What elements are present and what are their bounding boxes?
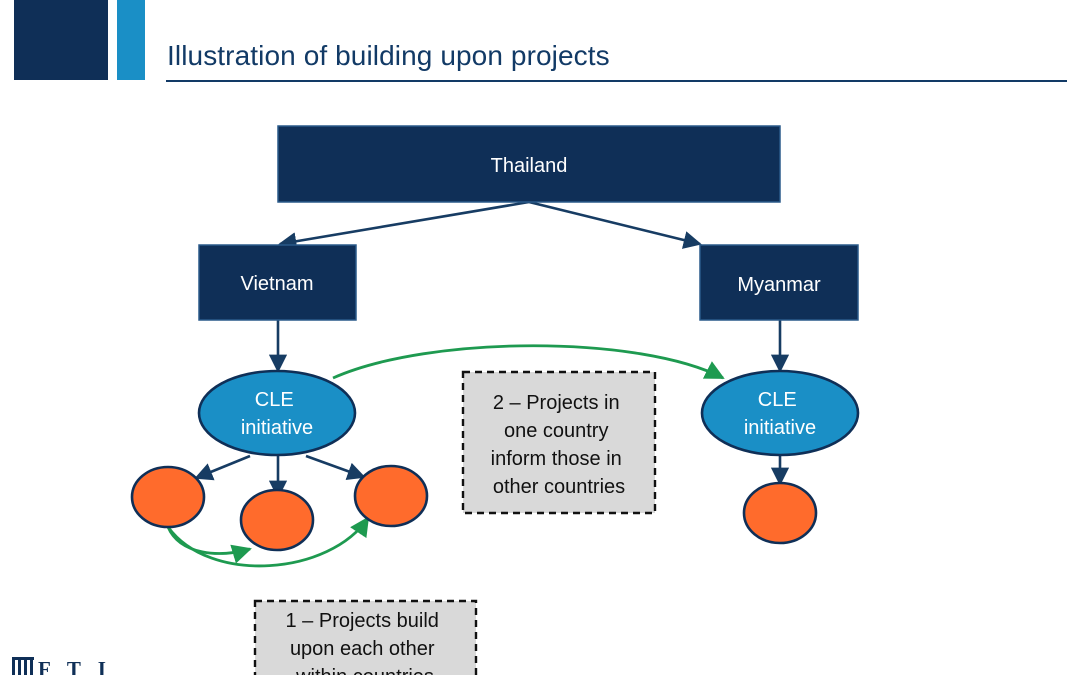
node-thailand: Thailand	[277, 125, 781, 203]
logo-mark-icon	[12, 657, 34, 675]
note-box-2: 2 – Projects in one country inform those…	[461, 370, 657, 515]
note-2-line-4: other countries	[493, 476, 625, 498]
arrow-cle-project-1	[194, 454, 251, 481]
header-accent-light	[117, 0, 145, 80]
header-accent-dark	[14, 0, 108, 80]
page-title: Illustration of building upon projects	[167, 40, 610, 71]
cle-right-line-2: initiative	[744, 417, 816, 439]
project-circle-vn-1	[130, 465, 206, 529]
green-connectors	[166, 344, 725, 568]
cle-left-line-1: CLE	[255, 389, 294, 411]
svg-text:CLE initiative: CLE initiative	[744, 389, 816, 439]
svg-text:CLE initiative: CLE initiative	[241, 389, 313, 439]
note-2-line-1: 2 – Projects in	[493, 392, 620, 414]
company-logo: F T I	[12, 657, 112, 675]
node-vietnam: Vietnam	[198, 244, 357, 321]
project-circle-mm-1	[742, 481, 818, 545]
node-cle-left: CLE initiative	[197, 369, 357, 457]
connector-lines	[194, 200, 790, 499]
svg-text:2 – Projects in one coun: 2 – Projects in one country inform those…	[491, 392, 628, 498]
cle-right-line-1: CLE	[758, 389, 797, 411]
note-1-line-1: 1 – Projects build	[286, 610, 439, 632]
node-myanmar: Myanmar	[699, 244, 859, 321]
project-circle-vn-2	[239, 488, 315, 552]
note-box-1: 1 – Projects build upon each other withi…	[253, 599, 478, 675]
arrow-project-1-to-project-3	[166, 516, 370, 568]
node-vietnam-label: Vietnam	[240, 273, 313, 295]
note-1-line-2: upon each other	[290, 638, 435, 660]
note-1-line-3: within countries	[295, 666, 434, 675]
arrow-thailand-myanmar	[528, 200, 702, 249]
svg-text:1 – Projects build upon: 1 – Projects build upon each other withi…	[286, 610, 445, 675]
logo-text: F T I	[38, 657, 112, 675]
node-myanmar-label: Myanmar	[737, 274, 821, 296]
project-circles	[130, 464, 818, 552]
cle-left-line-2: initiative	[241, 417, 313, 439]
arrow-cle-left-to-cle-right	[332, 344, 725, 380]
project-circle-vn-3	[353, 464, 429, 528]
note-2-line-2: one country	[504, 420, 609, 442]
arrow-cle-project-3	[305, 454, 366, 480]
arrow-thailand-vietnam	[278, 200, 530, 251]
node-cle-right: CLE initiative	[700, 369, 860, 457]
node-thailand-label: Thailand	[491, 155, 568, 177]
title-divider	[166, 80, 1067, 82]
note-2-line-3: inform those in	[491, 448, 622, 470]
